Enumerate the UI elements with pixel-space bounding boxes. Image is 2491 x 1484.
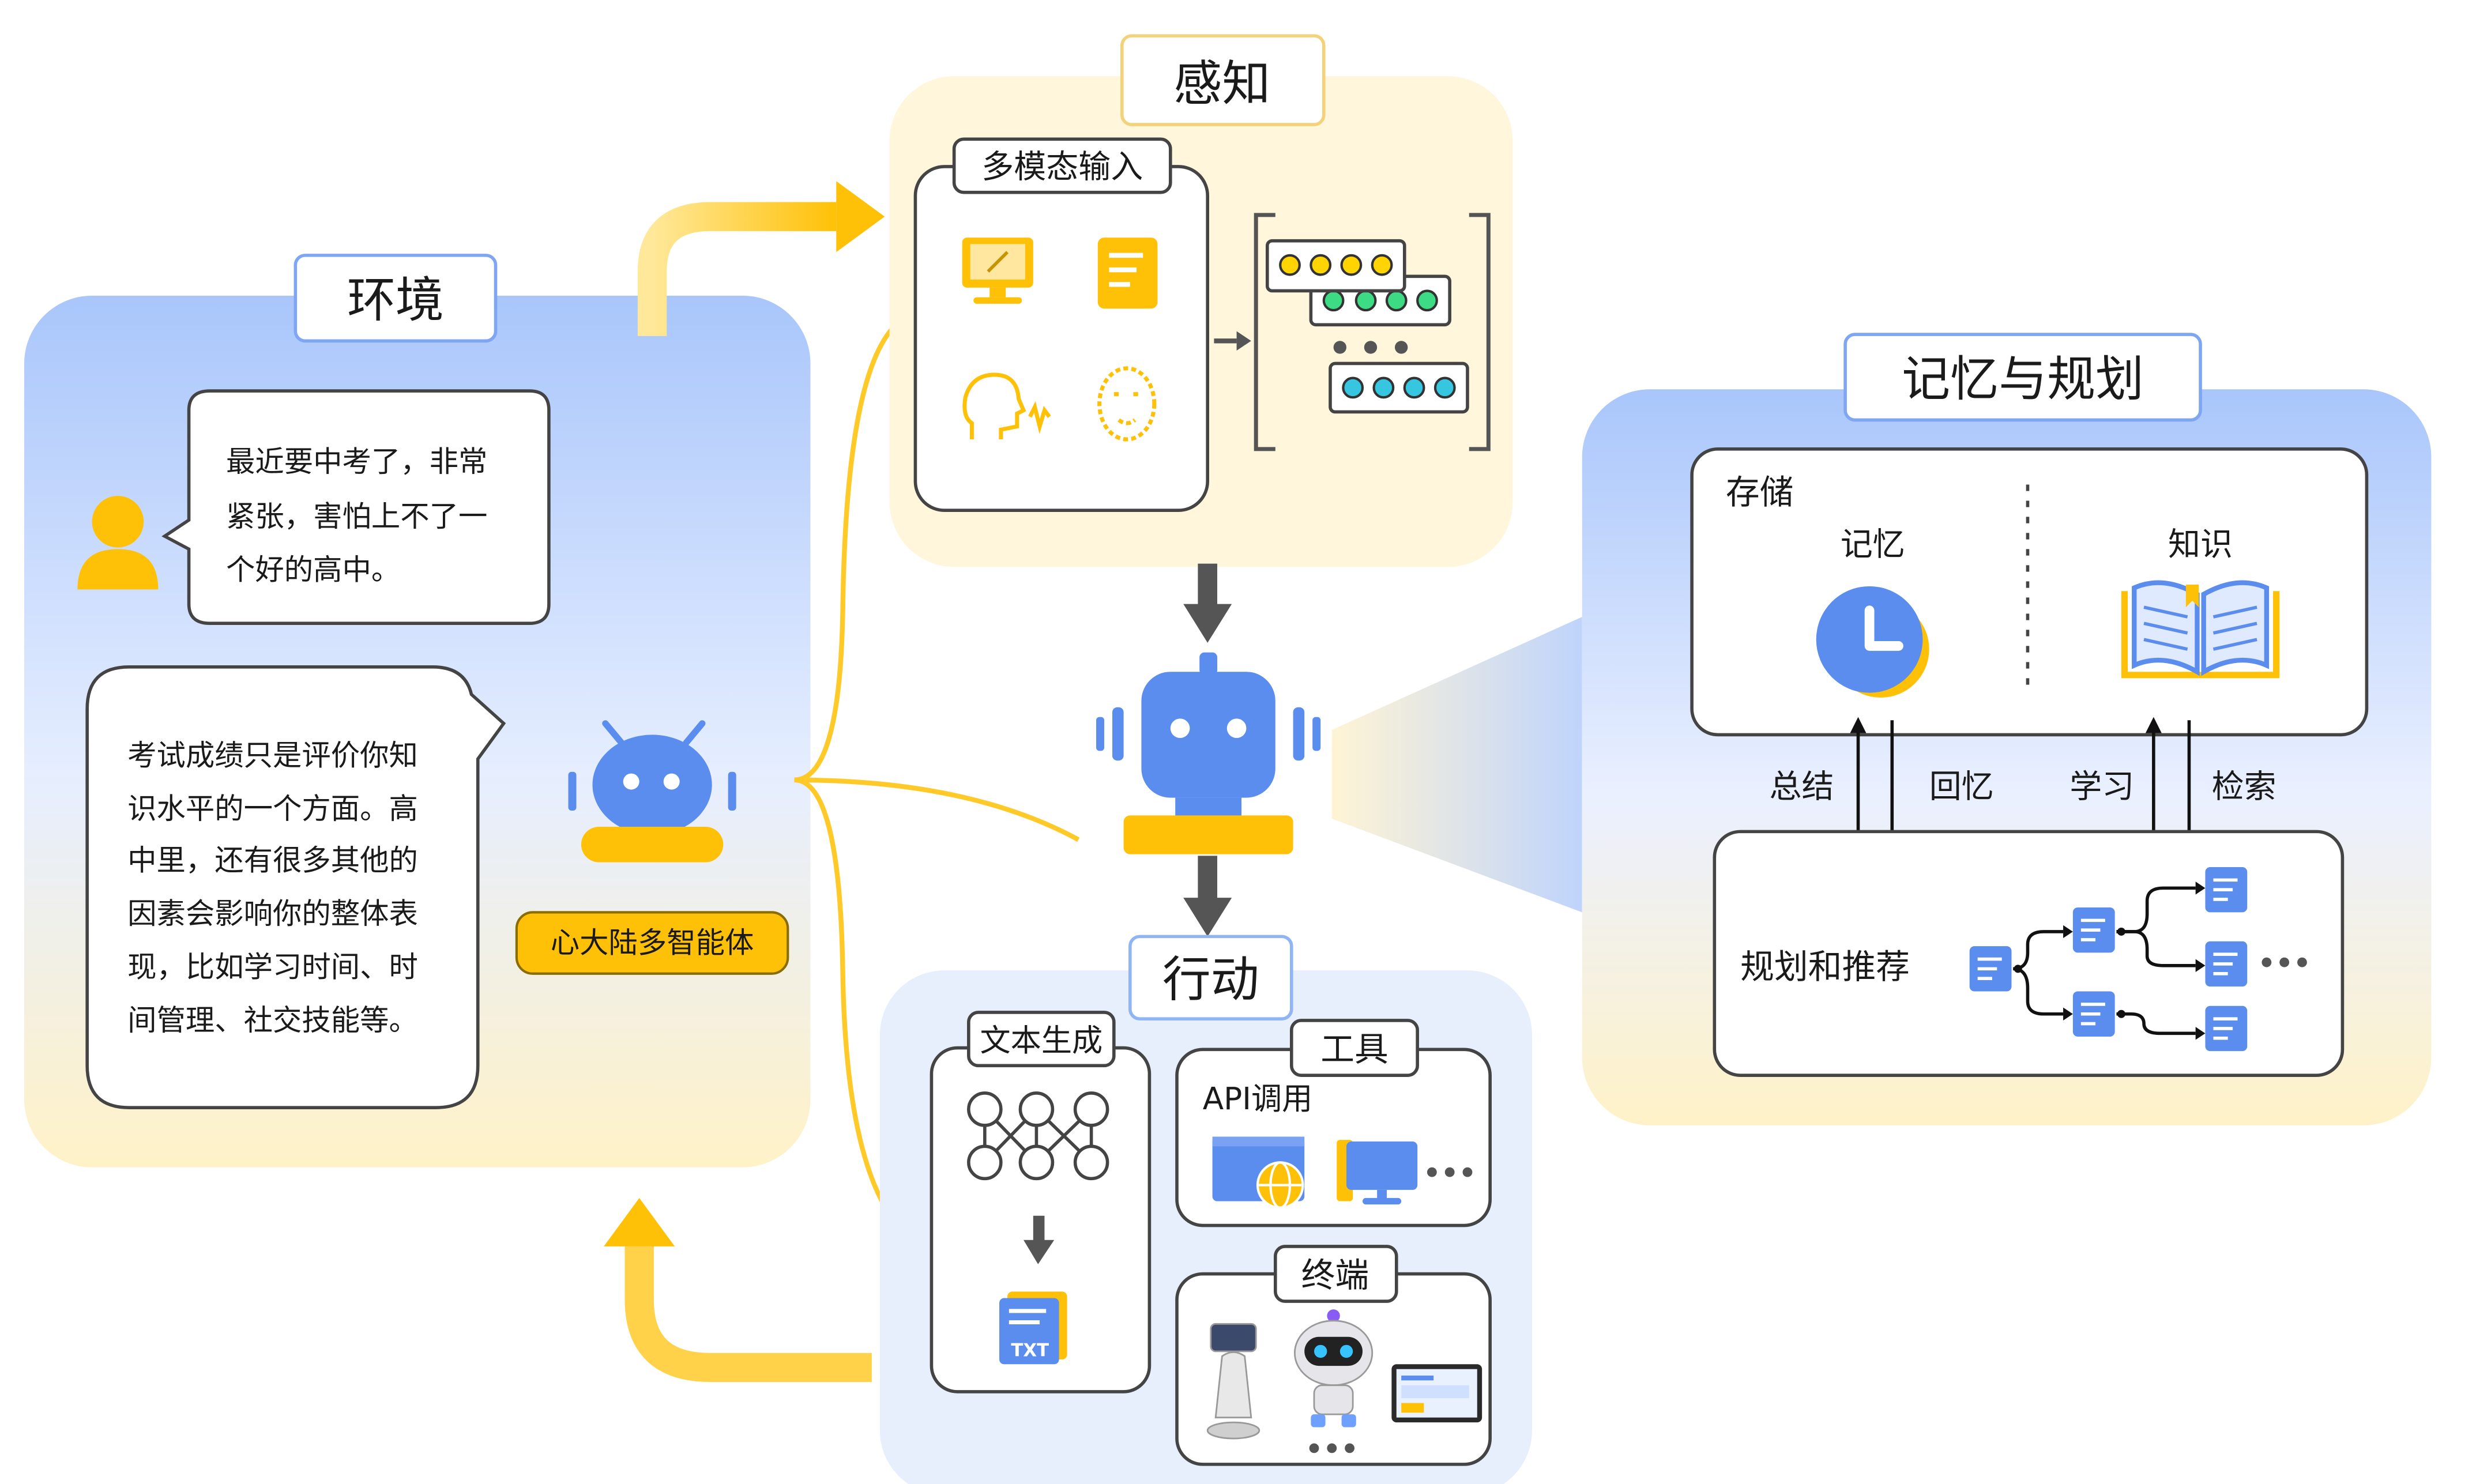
txt-file-label: TXT [1011,1340,1049,1361]
environment-title: 环境 [347,272,444,328]
web-api-icon [1212,1136,1305,1209]
desktop-api-icon [1337,1140,1418,1205]
terminal-title: 终端 [1301,1255,1369,1295]
user-icon [77,496,159,590]
terminal-title-box [1273,1245,1398,1303]
companion-robot-icon [1293,1309,1374,1427]
memory-focus-beam [1331,617,1582,913]
book-icon [2121,580,2280,679]
perception-panel: 感知 多模态输入 [889,34,1513,567]
action-title: 行动 [1162,951,1259,1008]
multimodal-input-title: 多模态输入 [981,148,1143,186]
txt-file-icon: TXT [999,1291,1067,1365]
tablet-terminal-icon [1391,1364,1482,1423]
text-generation-title-box [967,1011,1116,1068]
neural-network-icon [967,1091,1109,1181]
api-call-label: API调用 [1203,1081,1313,1117]
memory-label: 记忆 [1841,526,1905,564]
perception-title-box [1120,34,1326,126]
voice-icon [962,372,1051,440]
summarize-label: 总结 [1770,769,1834,806]
action-to-environment-arrow [604,1197,872,1383]
perception-title: 感知 [1173,55,1270,112]
multimodal-input-title-box [952,137,1172,194]
document-icon [1097,238,1158,309]
recall-label: 回忆 [1929,769,1994,806]
generate-arrow [1024,1215,1055,1264]
memory-planning-title: 记忆与规划 [1902,351,2144,407]
agent-robot-small-icon [568,720,736,862]
clock-icon [1816,586,1929,698]
environment-title-box [293,254,498,343]
central-agent-robot-icon [1096,652,1321,854]
memory-planning-title-box [1843,333,2202,422]
agent-name: 心大陆多智能体 [551,925,754,959]
perception-to-agent-arrow [1183,563,1232,643]
more-terminals-dots [1309,1443,1354,1453]
planning-title: 规划和推荐 [1740,947,1910,986]
knowledge-label: 知识 [2168,526,2233,564]
action-panel: 行动 文本生成 TXT 工具 API调用 [879,935,1532,1484]
environment-panel: 环境 最近要中考了，非常 紧张，害怕上不了一 个好的高中。 考试成绩只是评价你知… [24,254,811,1167]
multimodal-input-box [913,165,1210,513]
storage-title: 存储 [1726,472,1794,512]
text-generation-title: 文本生成 [980,1023,1102,1059]
action-title-box [1128,935,1293,1020]
face-recognition-icon [1097,366,1157,442]
embedding-vectors [1254,213,1491,451]
agent-reply-bubble: 考试成绩只是评价你知 识水平的一个方面。高 中里，还有很多其他的 因素会影响你的… [85,665,506,1109]
agent-reply: 考试成绩只是评价你知 识水平的一个方面。高 中里，还有很多其他的 因素会影响你的… [127,739,427,1037]
service-robot-icon [1206,1323,1260,1440]
monitor-icon [962,238,1033,304]
tools-title: 工具 [1320,1029,1389,1069]
user-message-bubble: 最近要中考了，非常 紧张，害怕上不了一 个好的高中。 [161,389,551,626]
user-message: 最近要中考了，非常 紧张，害怕上不了一 个好的高中。 [226,445,496,587]
agent-to-action-arrow [1183,856,1232,937]
more-plans-dots [2262,957,2307,967]
more-tools-dots [1427,1167,1473,1177]
plan-tree-diagram [1969,867,2307,1052]
agent-name-badge [515,911,789,975]
memory-planning-panel: 记忆与规划 存储 记忆 知识 总结 回 [1582,333,2432,1125]
learn-label: 学习 [2069,769,2134,806]
tools-title-box [1289,1019,1419,1077]
environment-to-perception-arrow [637,181,885,336]
retrieve-label: 检索 [2212,769,2276,806]
